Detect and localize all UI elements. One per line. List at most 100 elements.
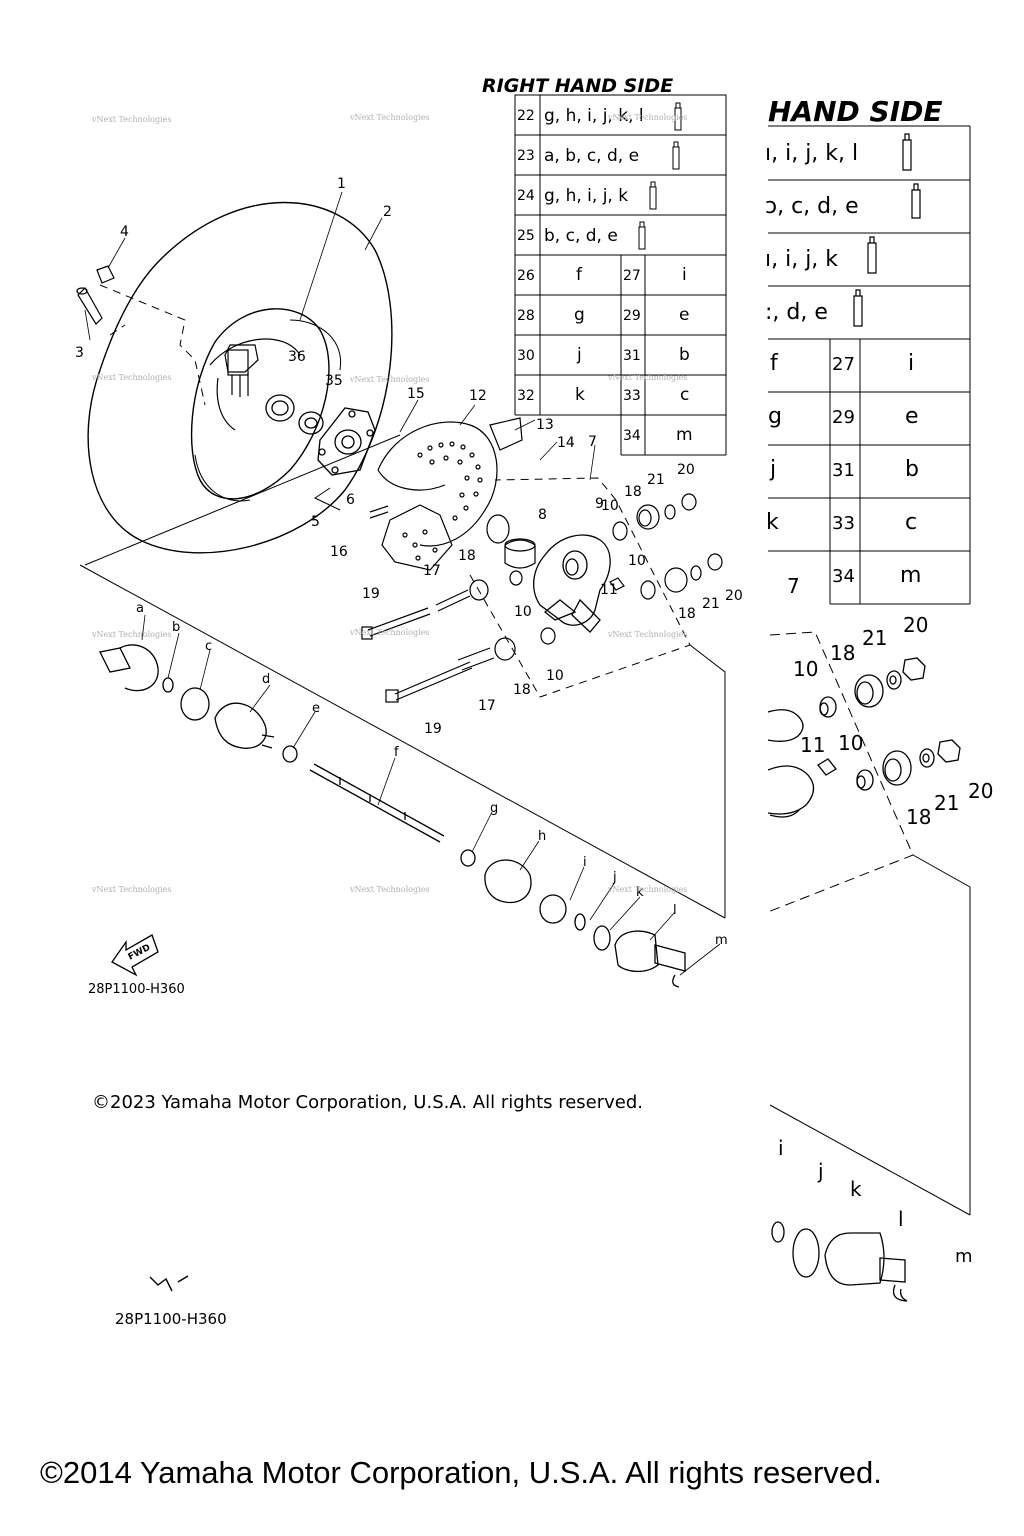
table-back-cell: k xyxy=(766,510,779,535)
watermark-text: vNext Technologies xyxy=(349,375,429,384)
table-back-cell: 33 xyxy=(832,513,855,534)
table-back-row-3: ı, i, j, k xyxy=(765,247,838,272)
back-dashed-outline xyxy=(767,631,914,913)
table-front-cell: i xyxy=(682,265,687,285)
table-back-cell: e xyxy=(905,404,919,429)
callout-letter: g xyxy=(490,801,498,816)
callout-label: 17 xyxy=(478,698,496,714)
table-front-cell: c xyxy=(680,385,689,405)
callout-letter: a xyxy=(136,601,144,616)
callout-label: 10 xyxy=(601,498,619,514)
fwd-arrow-icon: FWD xyxy=(111,934,159,977)
callout-label: 10 xyxy=(514,604,532,620)
table-front-cell: g xyxy=(574,305,585,325)
callout-label: 18 xyxy=(830,641,855,665)
callout-label: 17 xyxy=(423,563,441,579)
table-back-cell: m xyxy=(900,563,921,588)
callout-letter: e xyxy=(312,701,320,716)
table-front-cell: 26 xyxy=(517,268,535,284)
callout-letter: i xyxy=(583,855,587,870)
table-front-cell: j xyxy=(576,345,582,365)
table-front-cell: f xyxy=(576,265,583,285)
callout-label: 10 xyxy=(546,668,564,684)
header-front: RIGHT HAND SIDE xyxy=(482,75,673,97)
table-front-cell: 33 xyxy=(623,388,641,404)
watermark-text: vNext Technologies xyxy=(607,373,687,382)
callout-label: 5 xyxy=(311,514,320,530)
callout-letter: l xyxy=(673,903,677,918)
table-back-row-1: ı, i, j, k, l xyxy=(765,141,858,166)
callout-letter: j xyxy=(612,870,617,885)
watermark-text: vNext Technologies xyxy=(91,630,171,639)
callout-label: 35 xyxy=(325,373,343,389)
callout-label: 11 xyxy=(600,582,618,598)
back-callouts: 7 10 10 11 18 18 20 20 21 21 i j k l m xyxy=(778,574,993,1267)
table-front-cell: k xyxy=(575,385,585,405)
callout-label: 20 xyxy=(677,462,695,478)
knuckle xyxy=(533,534,611,633)
table-back-cell: c xyxy=(905,510,917,535)
watermarks: vNext Technologies vNext Technologies vN… xyxy=(91,113,687,894)
table-front-num: 25 xyxy=(517,228,535,244)
table-front-num: 24 xyxy=(517,188,535,204)
table-front-cell: 27 xyxy=(623,268,641,284)
callout-label: l xyxy=(898,1207,904,1231)
callout-letter: h xyxy=(538,829,546,844)
table-front-cell: m xyxy=(676,425,693,445)
callout-label: 19 xyxy=(424,721,442,737)
brake-disc xyxy=(377,421,498,547)
callout-letter: m xyxy=(715,933,728,948)
bolts xyxy=(361,505,495,703)
callout-label: k xyxy=(850,1177,862,1201)
back-knuckle-fragment xyxy=(767,657,961,818)
callout-label: 11 xyxy=(800,733,825,757)
grease-tube-icon xyxy=(853,133,921,327)
table-back-cell: b xyxy=(905,457,919,482)
callout-label: 18 xyxy=(624,484,642,500)
table-front-num: 22 xyxy=(517,108,535,124)
grease-tube-icon xyxy=(638,102,682,250)
bushings xyxy=(469,493,723,661)
dashed-outline xyxy=(99,284,691,698)
table-front-row-2: a, b, c, d, e xyxy=(544,146,639,166)
watermark-text: vNext Technologies xyxy=(607,630,687,639)
table-front-row-1: g, h, i, j, k, l xyxy=(544,106,644,126)
callout-label: m xyxy=(955,1246,973,1267)
front-callouts: 1 2 3 4 5 6 7 8 9 10 10 10 11 12 13 14 1… xyxy=(75,176,743,737)
watermark-text: vNext Technologies xyxy=(91,373,171,382)
table-front-cell: 32 xyxy=(517,388,535,404)
callout-label: 7 xyxy=(588,434,597,450)
callout-label: 16 xyxy=(330,544,348,560)
callout-label: 13 xyxy=(536,417,554,433)
callout-label: 10 xyxy=(793,657,818,681)
table-back-row-4: :, d, e xyxy=(765,300,828,325)
callout-label: 8 xyxy=(538,507,547,523)
letter-callouts: a b c d e f g h i j k l m xyxy=(136,601,728,948)
table-back xyxy=(768,125,971,605)
solid-outline xyxy=(79,434,726,919)
watermark-text: vNext Technologies xyxy=(607,885,687,894)
callout-label: 36 xyxy=(288,349,306,365)
wheel-rim xyxy=(209,338,301,431)
callout-label: 10 xyxy=(628,553,646,569)
table-front-cell: b xyxy=(679,345,690,365)
table-front-cell: e xyxy=(679,305,689,325)
callout-label: 14 xyxy=(557,435,575,451)
back-diagram: HAND SIDE ı, i, j, k, l ɔ, c, d, e ı, i,… xyxy=(149,95,993,1302)
callout-letter: d xyxy=(262,672,270,687)
tire xyxy=(87,201,393,554)
table-back-cell: 31 xyxy=(832,460,855,481)
callout-label: 15 xyxy=(407,386,425,402)
callout-letter: c xyxy=(205,639,212,654)
callout-letter: f xyxy=(394,745,399,760)
callout-label: 20 xyxy=(903,613,928,637)
callout-label: 21 xyxy=(862,626,887,650)
table-back-cell: g xyxy=(768,404,782,429)
callout-label: 10 xyxy=(838,731,863,755)
callout-label: 3 xyxy=(75,345,84,361)
part-code-back: 28P1100-H360 xyxy=(115,1310,227,1328)
callout-label: 19 xyxy=(362,586,380,602)
watermark-text: vNext Technologies xyxy=(349,628,429,637)
watermark-text: vNext Technologies xyxy=(349,885,429,894)
callout-label: 18 xyxy=(906,805,931,829)
